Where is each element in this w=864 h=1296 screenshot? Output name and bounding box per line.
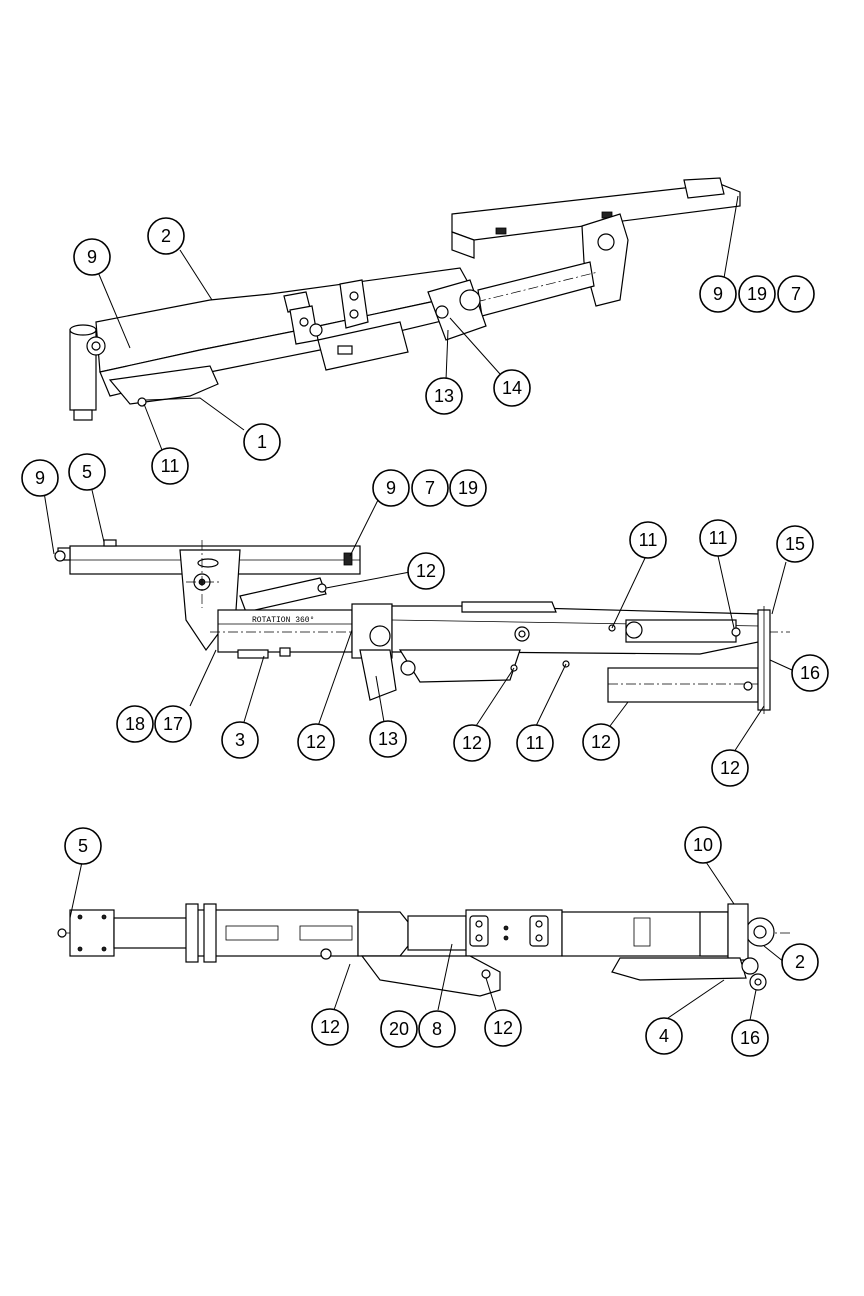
callout-12: 12: [311, 1008, 349, 1046]
callout-3: 3: [221, 721, 259, 759]
callout-19: 19: [449, 469, 487, 507]
rotation-engraving: ROTATION 360°: [252, 616, 314, 625]
callout-12: 12: [582, 723, 620, 761]
svg-text:13: 13: [434, 386, 454, 406]
svg-text:11: 11: [639, 530, 658, 550]
callout-9: 9: [372, 469, 410, 507]
svg-text:18: 18: [125, 714, 145, 734]
svg-text:9: 9: [35, 468, 45, 488]
svg-text:12: 12: [416, 561, 436, 581]
callouts-isometric: 2 9 1 11 13 14 9 19 7: [73, 217, 815, 485]
callout-11: 11: [699, 519, 737, 557]
callout-12: 12: [484, 1009, 522, 1047]
callout-2: 2: [781, 943, 819, 981]
callout-16: 16: [731, 1019, 769, 1057]
isometric-view: [69, 177, 741, 421]
svg-text:5: 5: [78, 836, 88, 856]
callout-5: 5: [64, 827, 102, 865]
svg-text:13: 13: [378, 729, 398, 749]
svg-text:3: 3: [235, 730, 245, 750]
callout-10: 10: [684, 826, 722, 864]
svg-text:11: 11: [161, 456, 180, 476]
svg-text:4: 4: [659, 1026, 669, 1046]
callout-2: 2: [147, 217, 185, 255]
callout-4: 4: [645, 1017, 683, 1055]
svg-text:1: 1: [257, 432, 267, 452]
callout-5: 5: [68, 453, 106, 491]
svg-text:16: 16: [740, 1028, 760, 1048]
svg-text:9: 9: [713, 284, 723, 304]
callout-18: 18: [116, 705, 154, 743]
callout-12: 12: [407, 552, 445, 590]
callout-8: 8: [418, 1010, 456, 1048]
callout-9: 9: [699, 275, 737, 313]
svg-text:2: 2: [161, 226, 171, 246]
svg-text:19: 19: [458, 478, 478, 498]
svg-text:12: 12: [493, 1018, 513, 1038]
svg-text:14: 14: [502, 378, 522, 398]
svg-text:12: 12: [591, 732, 611, 752]
callout-12: 12: [711, 749, 749, 787]
svg-text:11: 11: [709, 528, 728, 548]
callout-12: 12: [297, 723, 335, 761]
svg-text:12: 12: [462, 733, 482, 753]
svg-text:10: 10: [693, 835, 713, 855]
svg-text:7: 7: [425, 478, 435, 498]
callout-7: 7: [411, 469, 449, 507]
callout-1: 1: [243, 423, 281, 461]
callout-17: 17: [154, 705, 192, 743]
callout-12: 12: [453, 724, 491, 762]
callout-7: 7: [777, 275, 815, 313]
callout-9: 9: [73, 238, 111, 276]
callout-13: 13: [369, 720, 407, 758]
svg-text:2: 2: [795, 952, 805, 972]
svg-text:17: 17: [163, 714, 183, 734]
callout-13: 13: [425, 377, 463, 415]
svg-text:8: 8: [432, 1019, 442, 1039]
side-view: ROTATION 360°: [54, 539, 790, 714]
svg-text:12: 12: [320, 1017, 340, 1037]
callout-19: 19: [738, 275, 776, 313]
svg-text:16: 16: [800, 663, 820, 683]
svg-text:12: 12: [720, 758, 740, 778]
callouts-top: 5 10 2 12 20 8 12 4 16: [64, 826, 819, 1057]
svg-text:9: 9: [87, 247, 97, 267]
svg-text:15: 15: [785, 534, 805, 554]
svg-text:9: 9: [386, 478, 396, 498]
callout-11: 11: [629, 521, 667, 559]
callout-20: 20: [380, 1010, 418, 1048]
callouts-side: 9 5 9 7 19 12 11 11 15 16 18 17 3 12 13 …: [21, 453, 829, 787]
callout-16: 16: [791, 654, 829, 692]
svg-text:20: 20: [389, 1019, 409, 1039]
svg-text:19: 19: [747, 284, 767, 304]
svg-text:12: 12: [306, 732, 326, 752]
callout-11: 11: [151, 447, 189, 485]
callout-14: 14: [493, 369, 531, 407]
callout-9: 9: [21, 459, 59, 497]
top-view: [57, 903, 790, 997]
callout-11: 11: [516, 724, 554, 762]
svg-text:5: 5: [82, 462, 92, 482]
svg-text:7: 7: [791, 284, 801, 304]
callout-15: 15: [776, 525, 814, 563]
svg-text:11: 11: [526, 733, 545, 753]
leader-lines: [43, 195, 793, 1021]
